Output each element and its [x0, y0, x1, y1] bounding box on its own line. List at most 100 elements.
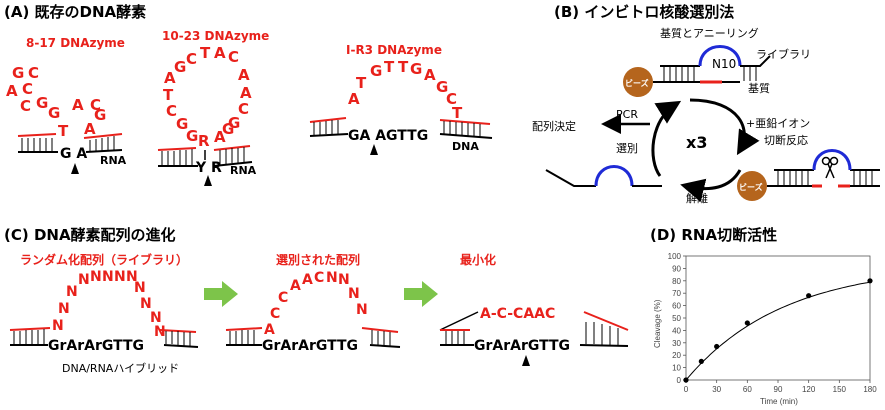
substrate-label: RNA — [230, 164, 257, 177]
substrate-label: 基質 — [748, 81, 770, 95]
base-letter: G — [436, 78, 448, 96]
enzyme-i-r3: A T G T T G A G C T GA AGTTG DNA — [309, 58, 493, 155]
substrate-strand — [10, 344, 199, 348]
library-label: ライブラリ — [756, 47, 811, 61]
base-letter: C — [314, 270, 324, 286]
x-tick-label: 180 — [863, 385, 877, 394]
base-letter: A — [164, 69, 176, 87]
base-letter: N — [126, 269, 138, 285]
base-letter: N — [90, 269, 102, 285]
enzyme-name-i-r3: I-R3 DNAzyme — [346, 43, 442, 57]
bead-library-complex: ビーズ N10 — [623, 45, 771, 97]
base-letter: N — [338, 272, 350, 288]
base-letter: C — [278, 290, 288, 306]
panel-c-title: (C) DNA酵素配列の進化 — [4, 226, 176, 244]
base-letter: C — [166, 102, 177, 120]
data-point — [867, 278, 873, 284]
base-letter: C — [20, 97, 31, 115]
cleavage-arrowhead — [522, 355, 530, 366]
substrate-annealing-label: 基質とアニーリング — [660, 26, 759, 40]
y-axis-label: Cleavage (%) — [653, 299, 662, 348]
base-letter: T — [356, 74, 367, 92]
base-letter: G — [186, 127, 198, 145]
green-arrow — [404, 281, 438, 307]
enzyme-arm — [583, 311, 629, 331]
x-tick-label: 0 — [684, 385, 689, 394]
linker-strand — [439, 311, 479, 331]
enzyme-8-17: G C A C C G G A C T A G G A RNA — [6, 64, 127, 174]
base-pair-lines — [161, 147, 245, 165]
enzyme-arm — [225, 327, 263, 331]
base-pair-lines — [777, 171, 873, 185]
x-tick-label: 90 — [774, 385, 783, 394]
green-arrow — [204, 281, 238, 307]
base-letter: T — [200, 44, 211, 62]
base-letter: N — [356, 302, 368, 318]
bead — [623, 67, 653, 97]
random-library-label: ランダム化配列（ライブラリ） — [20, 252, 188, 267]
substrate-strand — [226, 344, 401, 348]
base-pair-lines — [313, 120, 481, 137]
base-letter: A — [6, 82, 18, 100]
library-random-loop — [594, 165, 634, 187]
base-letter: G — [12, 64, 24, 82]
plot-frame — [685, 255, 871, 381]
enzyme-name-10-23: 10-23 DNAzyme — [162, 29, 269, 43]
base-letter: T — [452, 104, 463, 122]
base-letter: C — [186, 50, 197, 68]
base-pair-lines — [13, 329, 191, 346]
base-letter: N — [140, 296, 152, 312]
substrate-strand — [18, 149, 123, 153]
base-pair-lines — [21, 136, 115, 151]
cycle-arrow-cleavage — [689, 98, 760, 156]
base-letter: N — [52, 318, 64, 334]
y-tick-label: 60 — [672, 302, 681, 311]
y-tick-label: 10 — [672, 364, 681, 373]
panel-a-title: (A) 既存のDNA酵素 — [4, 3, 146, 21]
bead-label: ビーズ — [625, 78, 649, 88]
base-letter: G — [228, 114, 240, 132]
minimal-loop-sequence: A-C-CAAC — [480, 306, 555, 322]
random-library-construct: N N N N N N N N N N N N GrArArGTTG — [9, 269, 199, 354]
dissociation-label: 解離 — [686, 191, 708, 205]
core-sequence: GrArArGTTG — [48, 338, 144, 354]
y-tick-label: 80 — [672, 277, 681, 286]
base-letter: A — [348, 90, 360, 108]
data-points — [683, 278, 873, 383]
base-letter: G — [410, 60, 422, 78]
panel-b-title: (B) インビトロ核酸選別法 — [554, 3, 734, 21]
zinc-ion-label: +亜鉛イオン — [746, 116, 810, 130]
base-letter: G — [48, 104, 60, 122]
base-letter: N — [58, 301, 70, 317]
x-tick-label: 30 — [712, 385, 721, 394]
substrate-label: RNA — [100, 154, 127, 167]
enzyme-arm — [83, 133, 123, 139]
base-letter: C — [270, 306, 280, 322]
enzyme-name-8-17: 8-17 DNAzyme — [26, 36, 125, 50]
base-letter: T — [384, 58, 395, 76]
panel-d-title: (D) RNA切断活性 — [650, 226, 777, 244]
x-tick-label: 150 — [833, 385, 847, 394]
base-letter: A — [290, 278, 301, 294]
fit-curve — [685, 281, 871, 381]
selected-construct: A C C A A C N N N N GrArArGTTG — [225, 270, 401, 354]
base-letter: A — [214, 128, 226, 146]
enzyme-10-23: C T A C G A A T A C C G G G R A G Y R RN… — [157, 44, 257, 186]
base-letter: G — [36, 94, 48, 112]
base-letter: G — [370, 62, 382, 80]
data-point — [744, 320, 750, 326]
released-library — [545, 165, 662, 187]
bead — [737, 171, 767, 201]
base-letter: N — [78, 272, 90, 288]
library-strand — [545, 169, 596, 187]
library-random-loop — [698, 45, 742, 67]
x-tick-label: 60 — [743, 385, 752, 394]
base-letter: C — [228, 48, 239, 66]
base-letter: G — [94, 106, 106, 124]
library-random-loop — [812, 149, 852, 171]
cleavage-site-bases: GA AGTTG — [348, 128, 428, 144]
cleaved-complex: ビーズ — [737, 149, 880, 201]
base-letter: C — [238, 100, 249, 118]
